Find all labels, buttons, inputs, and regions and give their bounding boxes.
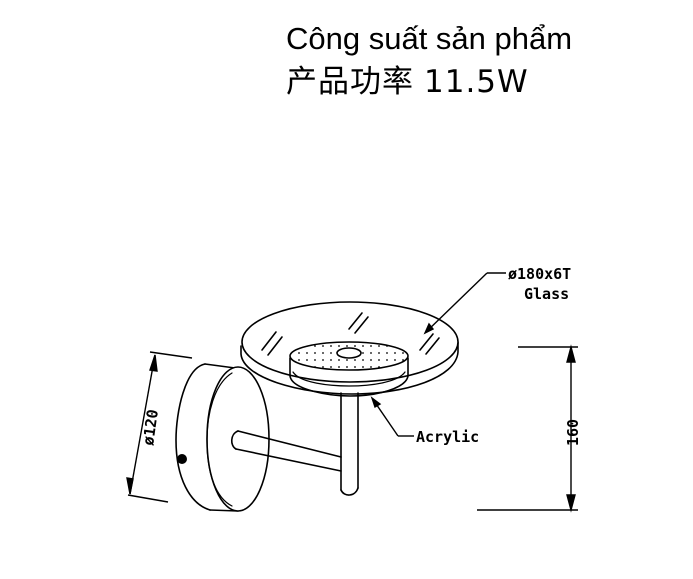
product-power-title-vi: Công suất sản phẩm bbox=[286, 21, 573, 56]
base-diameter-label: ø120 bbox=[139, 408, 162, 446]
product-power-label-cn: 产品功率 bbox=[286, 64, 414, 100]
glass-size-label: ø180x6T bbox=[508, 265, 571, 283]
height-dimension bbox=[477, 344, 578, 513]
glass-leader bbox=[423, 272, 506, 335]
acrylic-label: Acrylic bbox=[416, 428, 479, 446]
wall-base-disc bbox=[175, 363, 270, 512]
diameter-dimension bbox=[126, 351, 193, 503]
acrylic-diffuser bbox=[289, 341, 409, 397]
height-label: 160 bbox=[564, 419, 582, 446]
glass-material-label: Glass bbox=[524, 285, 569, 303]
mounting-screw bbox=[177, 454, 187, 464]
acrylic-leader bbox=[370, 396, 414, 437]
vertical-stem bbox=[340, 392, 359, 496]
product-power-value: 11.5W bbox=[424, 64, 529, 100]
product-power-title-cn: 产品功率 11.5W bbox=[286, 63, 529, 101]
horizontal-arm bbox=[230, 430, 342, 472]
